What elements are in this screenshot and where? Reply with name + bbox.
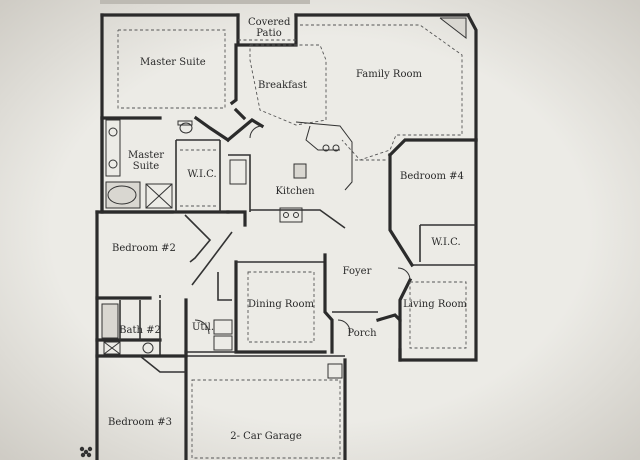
label-bath-2: Bath #2 xyxy=(119,325,161,336)
label-porch: Porch xyxy=(347,328,377,339)
label-family-room: Family Room xyxy=(356,69,422,80)
fixtures xyxy=(101,17,467,379)
label-dining-room: Dining Room xyxy=(248,299,314,310)
fridge-icon xyxy=(229,159,247,185)
dryer-icon xyxy=(213,335,233,351)
label-breakfast: Breakfast xyxy=(258,80,307,91)
label-wic-master: W.I.C. xyxy=(187,169,217,180)
interior-walls xyxy=(95,43,478,373)
label-living-room: Living Room xyxy=(403,299,467,310)
toilet-icon xyxy=(179,122,193,134)
label-wic-bed4: W.I.C. xyxy=(431,237,461,248)
flower-ornament-icon xyxy=(79,446,93,458)
range-icon xyxy=(279,207,303,223)
top-edge-strip xyxy=(100,0,310,4)
label-kitchen: Kitchen xyxy=(275,186,315,197)
label-foyer: Foyer xyxy=(342,266,372,277)
label-bedroom-2: Bedroom #2 xyxy=(112,243,176,254)
water-heater-icon xyxy=(327,363,343,379)
label-util: Util. xyxy=(191,322,215,333)
label-master-suite: Master Suite xyxy=(140,57,206,68)
door-swing-icon xyxy=(194,319,210,335)
shower-icon xyxy=(145,183,173,209)
ceiling-detail-lines xyxy=(117,24,467,459)
bath2-sink-icon xyxy=(142,342,154,354)
vanity-icon xyxy=(105,119,121,177)
fireplace-icon xyxy=(439,17,467,40)
kitchen-island-icon xyxy=(293,163,307,179)
sink-icon xyxy=(322,144,330,152)
label-bedroom-4: Bedroom #4 xyxy=(400,171,464,182)
label-bedroom-3: Bedroom #3 xyxy=(108,417,172,428)
washer-icon xyxy=(213,319,233,335)
bath2-tub-icon xyxy=(101,303,119,339)
label-garage: 2- Car Garage xyxy=(230,431,302,442)
